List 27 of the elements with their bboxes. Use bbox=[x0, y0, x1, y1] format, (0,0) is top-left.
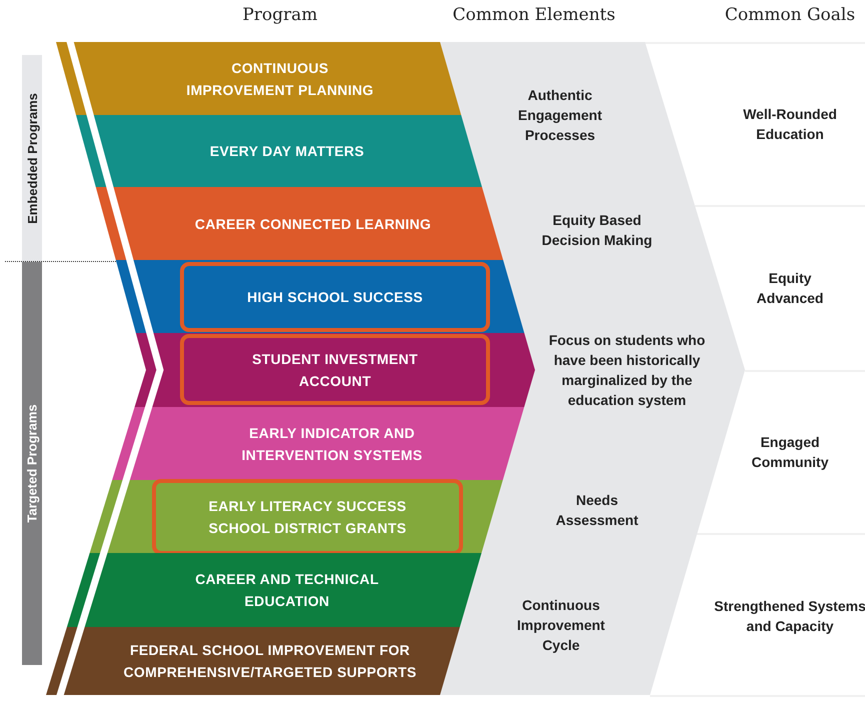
goal-text: Well-Rounded Education bbox=[742, 105, 838, 144]
program-name: FEDERAL SCHOOL IMPROVEMENT FOR COMPREHENSIVE/TARGETED SUPPORTS bbox=[122, 641, 418, 682]
band-label: Embedded Programs bbox=[24, 93, 40, 224]
column-header: Program bbox=[241, 5, 319, 25]
program-name: CAREER AND TECHNICAL EDUCATION bbox=[194, 570, 380, 611]
goal-text: Strengthened Systems and Capacity bbox=[713, 597, 865, 636]
program-name: STUDENT INVESTMENT ACCOUNT bbox=[251, 350, 419, 390]
side-band bbox=[22, 262, 42, 665]
column-header: Common Elements bbox=[452, 5, 616, 25]
element-text: Equity Based Decision Making bbox=[540, 211, 654, 250]
element-text: Needs Assessment bbox=[554, 491, 640, 530]
goal-text: Engaged Community bbox=[750, 433, 830, 472]
column-header: Common Goals bbox=[724, 5, 856, 25]
side-band bbox=[22, 55, 42, 262]
program-name: CAREER CONNECTED LEARNING bbox=[194, 214, 432, 234]
program-name: CONTINUOUS IMPROVEMENT PLANNING bbox=[185, 58, 375, 100]
program-name: HIGH SCHOOL SUCCESS bbox=[246, 288, 424, 307]
element-text: Authentic Engagement Processes bbox=[516, 86, 603, 145]
program-name: EARLY INDICATOR AND INTERVENTION SYSTEMS bbox=[240, 424, 424, 464]
goal-text: Equity Advanced bbox=[756, 269, 824, 308]
element-text: Focus on students who have been historically marginalized by the education system bbox=[548, 331, 706, 410]
program-name: EARLY LITERACY SUCCESS SCHOOL DISTRICT GRANTS bbox=[208, 497, 408, 538]
highlight-outline bbox=[180, 262, 490, 332]
element-text: Continuous Improvement Cycle bbox=[516, 596, 606, 655]
band-label: Targeted Programs bbox=[24, 404, 40, 523]
program-name: EVERY DAY MATTERS bbox=[208, 142, 366, 161]
highlight-outline bbox=[180, 334, 490, 405]
